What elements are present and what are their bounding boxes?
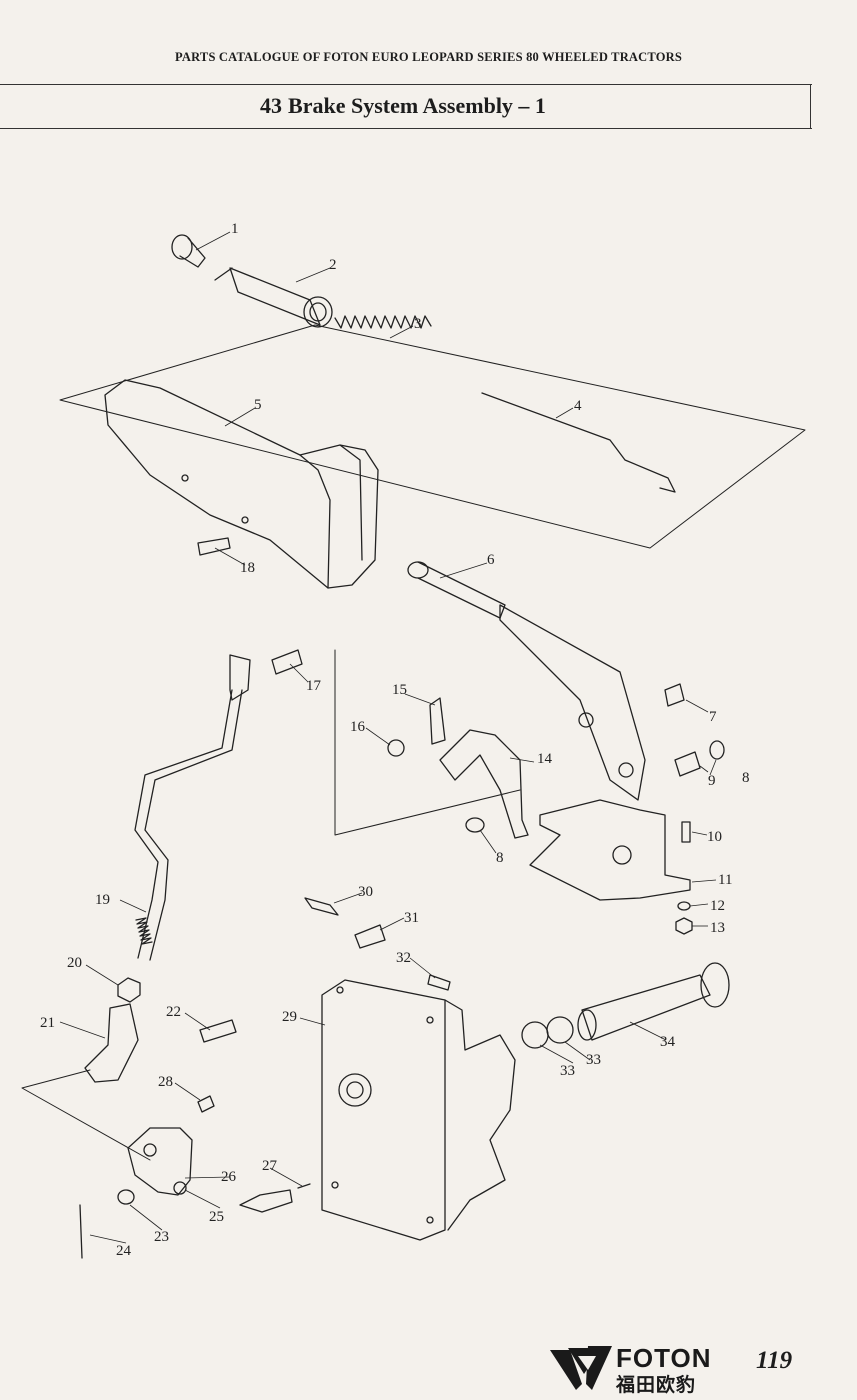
callout-31: 31	[404, 910, 419, 926]
part-7-pin	[664, 683, 685, 707]
callout-16: 16	[350, 719, 366, 735]
foton-logo-icon	[550, 1346, 612, 1390]
callout-24: 24	[116, 1243, 132, 1259]
brand-name-chinese: 福田欧豹	[616, 1374, 697, 1396]
callout-8: 8	[742, 770, 750, 786]
part-14-ratchet	[439, 729, 529, 839]
part-2-sleeve	[214, 267, 333, 328]
part-9-pin	[674, 751, 701, 777]
callout-8b: 8	[496, 850, 504, 866]
callout-7: 7	[709, 709, 717, 725]
callout-28: 28	[158, 1074, 173, 1090]
header-rule-bottom	[0, 128, 812, 129]
part-25-lever	[127, 1127, 193, 1196]
header-rule-top	[0, 84, 812, 85]
section-name: Brake System Assembly – 1	[288, 93, 546, 118]
reference-lines-left	[21, 1069, 151, 1161]
callout-18: 18	[240, 560, 255, 576]
part-11-bracket	[529, 799, 691, 901]
part-15-pawl	[429, 697, 446, 745]
part-31-plate	[354, 924, 386, 949]
page-footer: FOTON 福田欧豹 119	[0, 1340, 857, 1400]
exploded-parts-diagram: 1 2 3 4 5 6 7 8 9 10 11 12 13 14 15 16 1…	[21, 221, 806, 1259]
part-22-pin	[199, 1019, 237, 1043]
callout-1: 1	[231, 221, 239, 237]
part-5-pedal-cover	[104, 379, 379, 589]
part-27-washer	[297, 1183, 311, 1189]
part-29-housing	[321, 979, 516, 1241]
part-19-pull-rod	[134, 654, 251, 961]
callout-27: 27	[262, 1158, 278, 1174]
part-12-washer	[677, 901, 691, 911]
callout-17: 17	[306, 678, 322, 694]
callout-4: 4	[574, 398, 582, 414]
callout-2: 2	[329, 257, 337, 273]
callout-19: 19	[95, 892, 110, 908]
callout-33b: 33	[586, 1052, 601, 1068]
callout-21: 21	[40, 1015, 55, 1031]
part-6-brake-arm	[407, 561, 646, 801]
callout-11: 11	[718, 872, 732, 888]
callout-9: 9	[708, 773, 716, 789]
callout-3: 3	[414, 316, 422, 332]
reference-plane-upper	[59, 324, 806, 549]
part-28-pin	[197, 1095, 215, 1113]
callout-29: 29	[282, 1009, 297, 1025]
part-32-pin	[427, 974, 451, 991]
part-18-screw	[197, 537, 231, 556]
part-8-washer	[465, 817, 485, 833]
part-21-clevis	[84, 1003, 139, 1083]
part-4-rod	[481, 392, 676, 493]
catalogue-title: PARTS CATALOGUE OF FOTON EURO LEOPARD SE…	[174, 50, 682, 64]
part-3-spring	[334, 315, 432, 329]
callout-6: 6	[487, 552, 495, 568]
header-rule-side	[810, 84, 811, 128]
callout-20: 20	[67, 955, 82, 971]
section-number: 43	[260, 93, 283, 118]
part-24-cotter-pin	[79, 1204, 83, 1259]
part-26-bolt	[239, 1189, 293, 1213]
callout-33a: 33	[560, 1063, 575, 1079]
part-17-pin	[271, 649, 303, 675]
page-number: 119	[756, 1347, 793, 1374]
callout-14: 14	[537, 751, 553, 767]
part-13-nut	[675, 917, 693, 935]
part-23-washer	[117, 1189, 135, 1205]
part-34-shaft	[577, 962, 730, 1041]
part-1-screw	[171, 234, 206, 268]
callout-25: 25	[209, 1209, 224, 1225]
callout-13: 13	[710, 920, 725, 936]
callout-12: 12	[710, 898, 725, 914]
part-20-nut	[117, 977, 141, 1003]
callout-34: 34	[660, 1034, 676, 1050]
callout-5: 5	[254, 397, 262, 413]
part-30-bolt	[304, 897, 339, 916]
callout-32: 32	[396, 950, 411, 966]
part-8-washer	[709, 740, 725, 760]
callout-23: 23	[154, 1229, 169, 1245]
callout-22: 22	[166, 1004, 181, 1020]
part-16-washer	[387, 739, 405, 757]
reference-plane-lower	[334, 649, 521, 836]
brand-name: FOTON	[616, 1343, 712, 1373]
part-33-o-ring	[521, 1021, 549, 1049]
callout-26: 26	[221, 1169, 237, 1185]
callout-15: 15	[392, 682, 407, 698]
callout-30: 30	[358, 884, 373, 900]
part-33-o-ring	[546, 1016, 574, 1044]
callout-10: 10	[707, 829, 722, 845]
